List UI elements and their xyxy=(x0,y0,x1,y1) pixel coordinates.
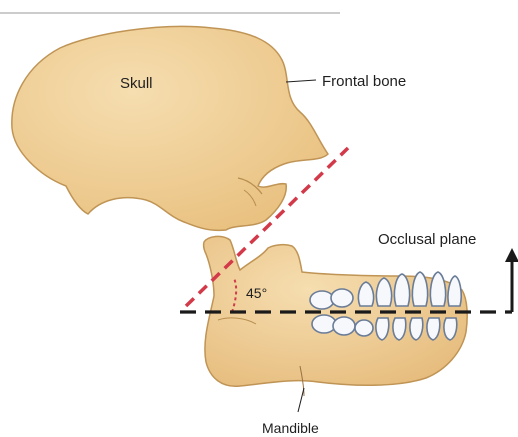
skull-shape xyxy=(12,26,328,230)
tooth xyxy=(310,291,334,309)
frontal-bone-label: Frontal bone xyxy=(322,73,406,90)
occlusal-arrow-head xyxy=(505,248,518,262)
tooth xyxy=(448,276,461,306)
frontal-bone-leader xyxy=(286,80,316,82)
mandible-leader xyxy=(298,388,304,412)
tooth xyxy=(376,318,389,340)
tooth xyxy=(358,282,373,306)
tooth xyxy=(430,272,445,306)
tooth xyxy=(427,318,440,340)
tooth xyxy=(444,318,457,340)
tooth xyxy=(412,272,427,306)
occlusal-plane-label: Occlusal plane xyxy=(378,231,476,248)
tooth xyxy=(376,278,391,306)
tooth xyxy=(355,320,373,336)
angle-label: 45° xyxy=(246,285,267,301)
mandible-label: Mandible xyxy=(262,420,319,436)
tooth xyxy=(331,289,353,307)
tooth xyxy=(394,274,409,306)
tooth xyxy=(410,318,423,340)
skull-label: Skull xyxy=(120,75,153,92)
tooth xyxy=(312,315,336,333)
tooth xyxy=(333,317,355,335)
tooth xyxy=(393,318,406,340)
